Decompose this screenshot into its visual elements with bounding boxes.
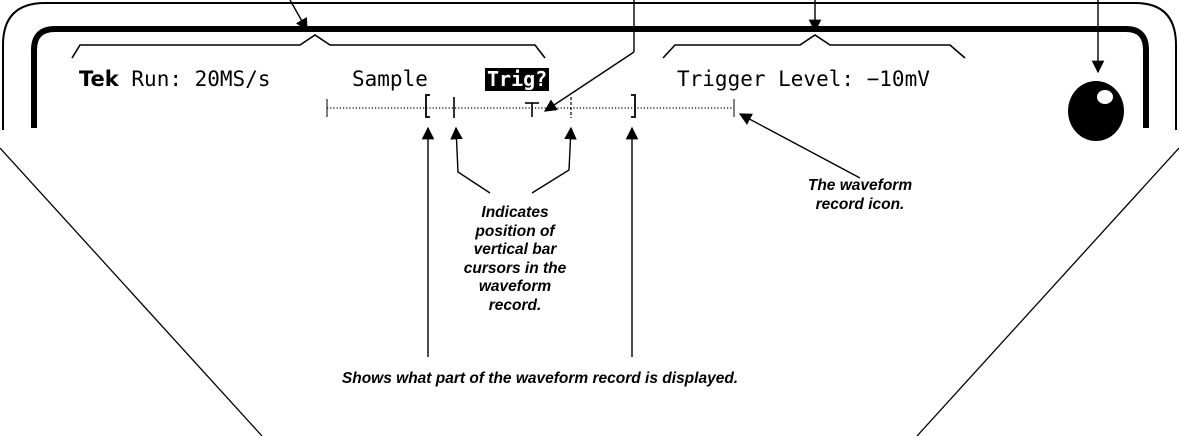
arrow-cursor-2	[531, 126, 577, 194]
group-bracket-left	[71, 34, 546, 59]
callout-pointer-trigger-diag	[543, 51, 635, 112]
arrow-cursor-1	[450, 126, 491, 194]
callout-pointer-left	[289, 0, 308, 32]
brand-label: Tek	[79, 67, 119, 91]
callout-cursor-line: waveform	[478, 278, 552, 296]
callout-record-icon: The waveform record icon.	[765, 177, 955, 214]
callout-displayed-part: Shows what part of the waveform record i…	[341, 370, 739, 387]
acquisition-mode: Sample	[352, 67, 428, 91]
trigger-level-readout: Trigger Level: −10mV	[677, 67, 930, 91]
callout-cursor-line: Indicates	[481, 204, 549, 221]
knob-icon	[1068, 81, 1124, 141]
callout-cursor-line: position of	[475, 222, 555, 240]
trigger-status-badge: Trig?	[485, 67, 550, 91]
callout-cursor-line: vertical bar	[473, 241, 557, 259]
run-status: Run: 20MS/s	[131, 67, 271, 91]
callout-record-icon-line: record icon.	[815, 195, 905, 213]
callout-cursor-line: record.	[488, 296, 542, 314]
callout-cursor-position: Indicates position of vertical bar curso…	[430, 204, 600, 316]
callout-cursor-line: cursors in the	[463, 259, 567, 277]
readout-line: Tek Run: 20MS/s	[79, 69, 270, 90]
group-bracket-right	[662, 34, 966, 59]
outer-bezel	[2, 2, 1177, 130]
arrow-to-record-icon	[738, 113, 861, 179]
callout-record-icon-line: The waveform	[807, 177, 913, 194]
waveform-record-icon	[326, 94, 735, 118]
zoom-guide-left	[0, 147, 263, 436]
screen-border	[31, 26, 1149, 128]
zoom-guide-right	[916, 147, 1179, 436]
